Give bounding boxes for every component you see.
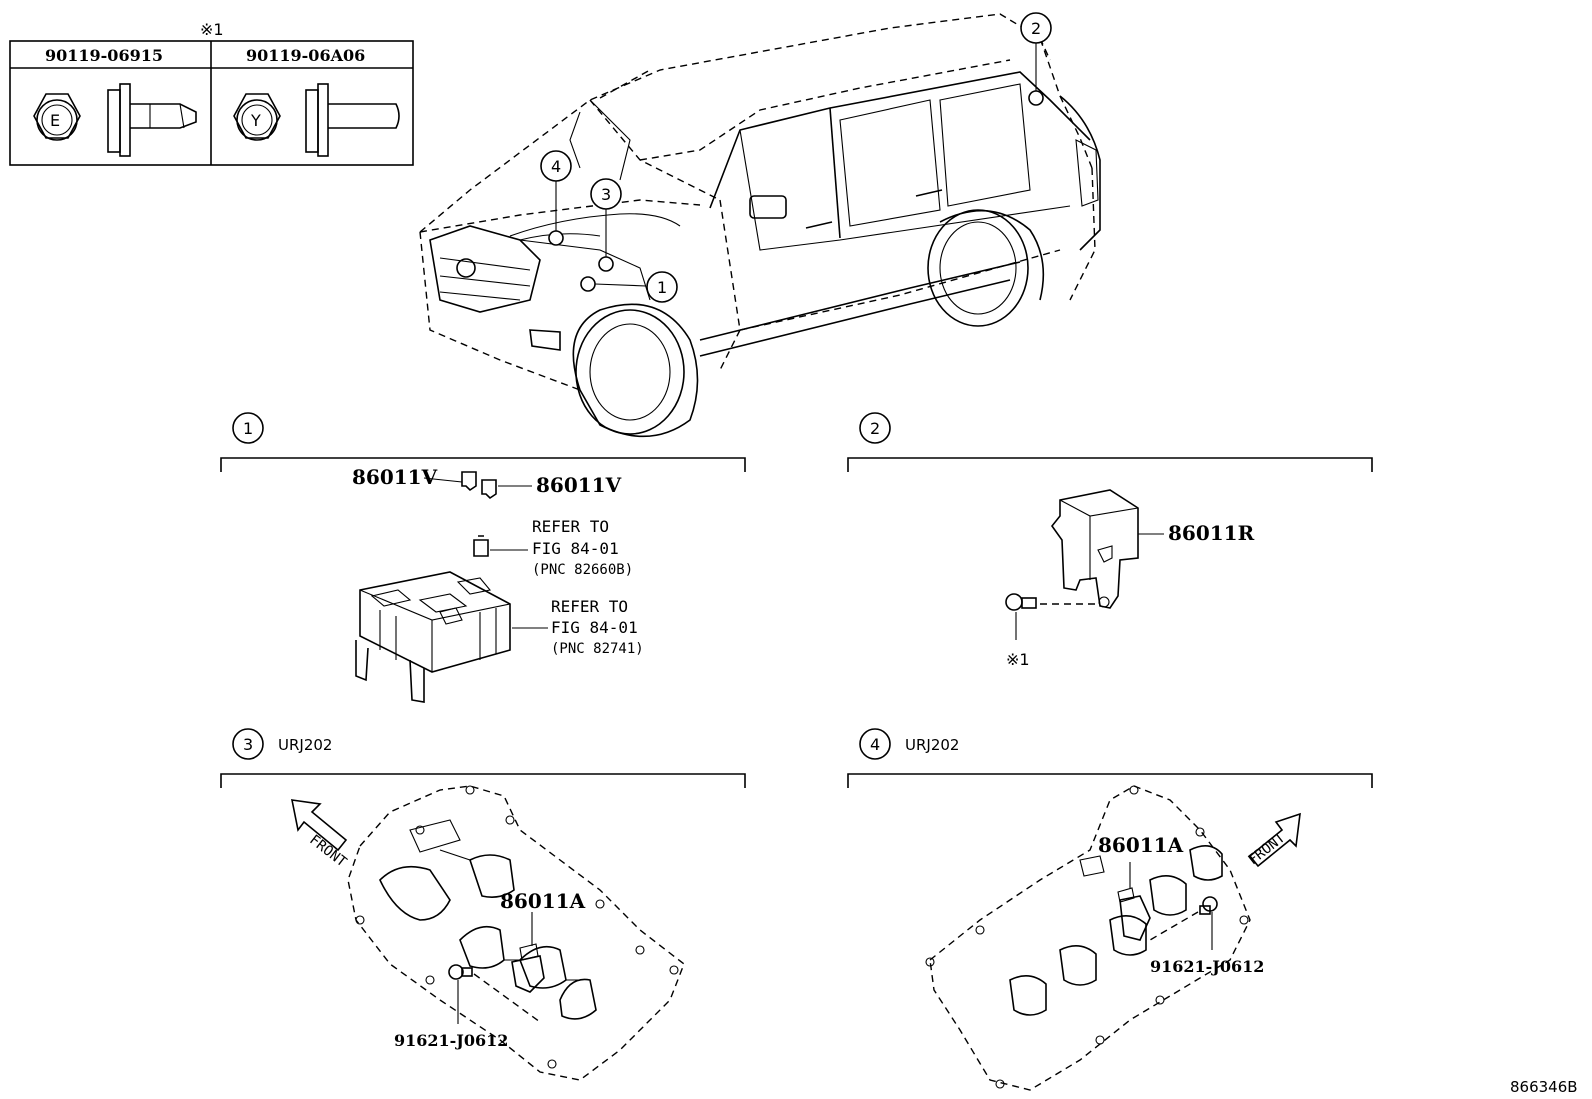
section-1: 1 86011V 86011V REFER TO FIG 84-01 (PNC …: [220, 412, 746, 703]
front-wheel: [572, 303, 699, 438]
ref-1-line2: FIG 84-01: [532, 539, 619, 558]
svg-text:3: 3: [601, 185, 611, 204]
bolt-y-letter: Y: [250, 111, 261, 130]
section-3: 3 URJ202 FRONT 86011A: [220, 728, 746, 1081]
cylinder-head-cover-icon: [347, 785, 685, 1081]
part-86011v-left: 86011V: [352, 465, 438, 489]
vehicle-callout-2: 2: [1020, 12, 1052, 44]
knock-sensor-icon-3: [511, 943, 545, 993]
vehicle-callout-4: 4: [540, 150, 572, 182]
section-3-title: URJ202: [278, 736, 332, 754]
section-2: 2 86011R ※1: [847, 412, 1373, 669]
location-dot-4: [548, 230, 564, 246]
part-86011v-right: 86011V: [536, 473, 622, 497]
bolt-y-icon: Y: [233, 83, 400, 157]
vehicle-callout-3: 3: [590, 178, 622, 210]
location-dot-2: [1028, 90, 1044, 106]
bolt-icon: [1005, 593, 1037, 611]
fuse-icon: [461, 471, 477, 492]
fuse-icon: [481, 479, 497, 500]
junction-block-icon: [355, 571, 511, 703]
svg-text:2: 2: [1031, 19, 1041, 38]
ref-1-line1: REFER TO: [532, 517, 609, 536]
vehicle-callout-1: 1: [646, 271, 678, 303]
bolt-legend-table: ※1 90119-06915 90119-06A06 E Y: [9, 20, 414, 166]
part-86011r: 86011R: [1168, 521, 1255, 545]
relay-icon: [473, 535, 489, 557]
ref-2-line2: FIG 84-01: [551, 618, 638, 637]
part-86011a-3: 86011A: [500, 889, 586, 913]
bolt-icon: [448, 964, 473, 980]
location-dot-1: [580, 276, 596, 292]
rear-wheel: [927, 209, 1045, 327]
legend-mark: ※1: [200, 20, 224, 39]
bolt-e-icon: E: [33, 83, 197, 157]
ref-1-line3: (PNC 82660B): [532, 562, 633, 578]
vehicle-outline: 2 4 3 1: [419, 12, 1101, 438]
figure-id: 866346B: [1510, 1078, 1578, 1096]
section-4: 4 URJ202 FRONT 86011A: [847, 728, 1373, 1091]
section-4-title: URJ202: [905, 736, 959, 754]
location-dot-3: [598, 256, 614, 272]
ref-2-line1: REFER TO: [551, 597, 628, 616]
section-2-number: 2: [870, 419, 880, 438]
section-1-number: 1: [243, 419, 253, 438]
part-91621-3: 91621-J0612: [394, 1031, 508, 1050]
sensor-unit-icon: [1050, 489, 1139, 609]
svg-text:4: 4: [551, 157, 561, 176]
svg-text:1: 1: [657, 278, 667, 297]
ref-2-line3: (PNC 82741): [551, 641, 644, 657]
cylinder-head-cover-icon: [925, 785, 1251, 1091]
section-4-number: 4: [870, 735, 880, 754]
part-91621-4: 91621-J0612: [1150, 957, 1264, 976]
front-arrow-icon: [1248, 812, 1301, 868]
knock-sensor-icon-4: [1117, 887, 1151, 941]
bolt-e-letter: E: [50, 111, 60, 130]
front-arrow-icon: [290, 799, 348, 852]
legend-part-no-1: 90119-06915: [45, 46, 163, 65]
section-3-number: 3: [243, 735, 253, 754]
part-86011a-4: 86011A: [1098, 833, 1184, 857]
front-label-4: FRONT: [1245, 830, 1289, 869]
section-2-mark: ※1: [1006, 650, 1030, 669]
bolt-icon: [1199, 896, 1218, 915]
legend-part-no-2: 90119-06A06: [246, 46, 365, 65]
